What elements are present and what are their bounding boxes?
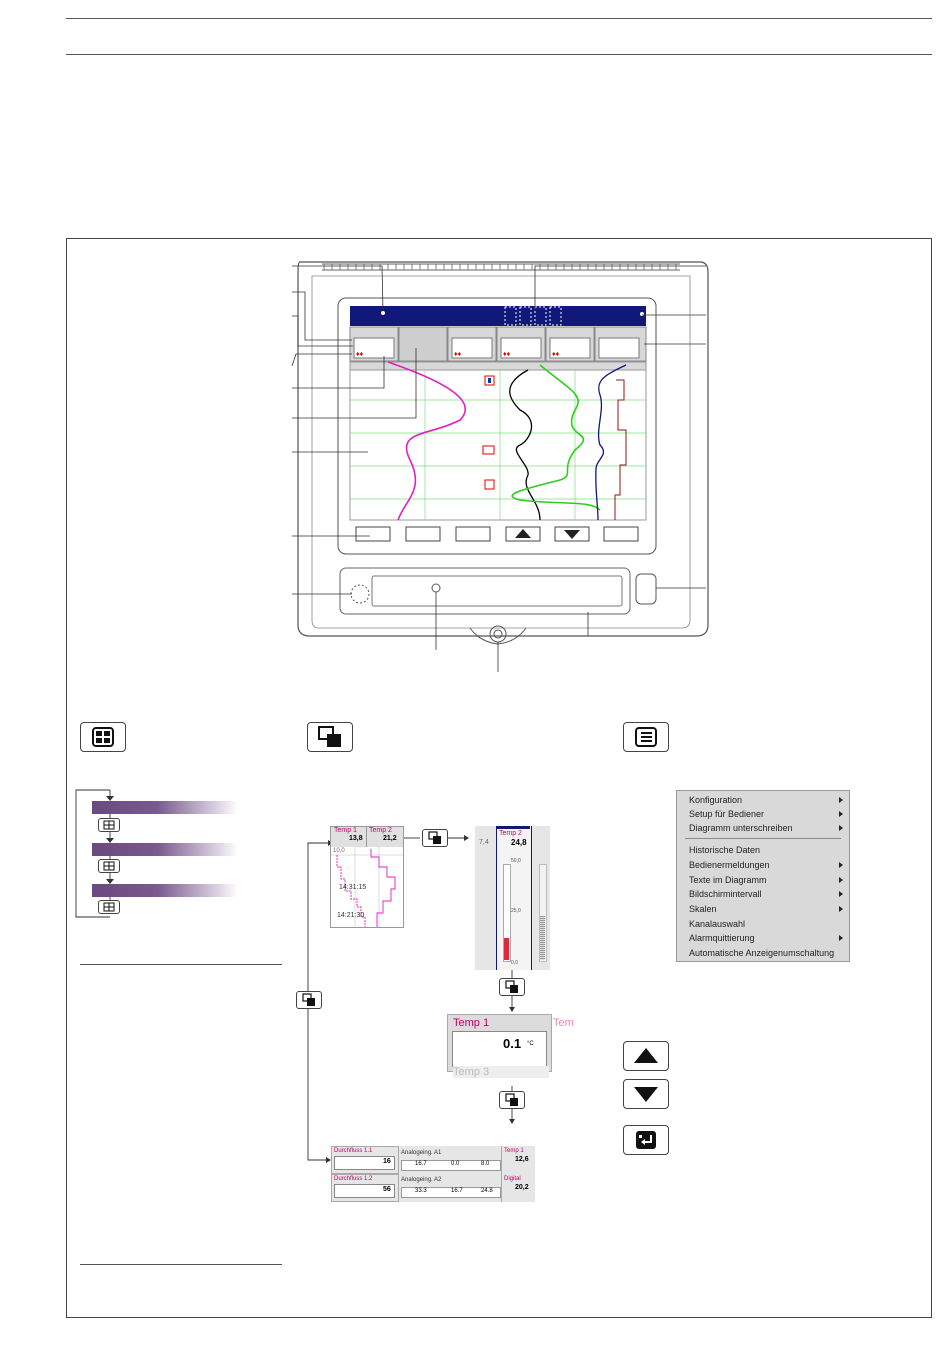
svg-text:♦♦: ♦♦	[503, 351, 511, 358]
table-r2-label: Durchfluss 1.2	[334, 1176, 373, 1182]
bargraph-value: 24,8	[511, 838, 527, 847]
menu-item-skalen[interactable]: Skalen	[689, 902, 843, 916]
bargraph-left-val: 7,4	[479, 839, 489, 846]
menu-item-alarmquittierung[interactable]: Alarmquittierung	[689, 931, 843, 945]
big-value-label2: Temp 3	[453, 1066, 549, 1078]
bargraph-view: 7,4 Temp 2 24,8 50,0 25,0 0,0	[475, 826, 550, 970]
small-chart-ch2-label: Temp 2	[369, 827, 392, 834]
table-a2-v1: 33.3	[415, 1188, 427, 1194]
big-value-label-cut: Tem	[553, 1017, 574, 1029]
bargraph-mid: 25,0	[511, 908, 521, 914]
small-chart-ch2-value: 21,2	[383, 835, 397, 842]
display-key-small-2	[98, 859, 120, 873]
table-c-label: Temp 1	[504, 1148, 524, 1154]
display-key-button	[80, 722, 126, 752]
small-chart-ch1-value: 13,8	[349, 835, 363, 842]
view-bar-3	[92, 884, 238, 897]
svg-text:♦♦: ♦♦	[356, 351, 364, 358]
table-d-value: 20,2	[515, 1184, 529, 1191]
menu-item-setup[interactable]: Setup für Bediener	[689, 807, 843, 821]
menu-key-button	[623, 722, 669, 752]
up-key-button	[623, 1041, 669, 1071]
table-d-label: Digital	[504, 1176, 521, 1182]
view-bar-1	[92, 801, 238, 814]
menu-item-konfiguration[interactable]: Konfiguration	[689, 793, 843, 807]
header-rule-bottom	[66, 54, 932, 55]
bargraph-top: 50,0	[511, 858, 521, 864]
bargraph-ch-label: Temp 2	[499, 830, 522, 837]
table-a2-v3: 24.8	[481, 1188, 493, 1194]
screen-title-bar	[350, 306, 646, 326]
table-r1-label: Durchfluss 1.1	[334, 1148, 373, 1154]
svg-text:♦♦: ♦♦	[552, 351, 560, 358]
left-rule-2	[80, 1264, 282, 1265]
menu-item-diagramm-unterschreiben[interactable]: Diagramm unterschreiben	[689, 821, 843, 835]
layout-key-small-1	[422, 829, 448, 847]
small-chart-time1: 14:31:15	[339, 884, 367, 891]
menu-item-bedienermeldungen[interactable]: Bedienermeldungen	[689, 858, 843, 872]
display-key-small-1	[98, 818, 120, 832]
context-menu: Konfiguration Setup für Bediener Diagram…	[676, 790, 850, 962]
menu-item-auto-umschaltung[interactable]: Automatische Anzeigenumschaltung	[689, 948, 835, 958]
figure-frame	[66, 238, 932, 1318]
table-a1-label: Analogeing. A1	[401, 1150, 442, 1156]
small-chart-scale: 10,0	[333, 848, 345, 854]
table-a2-v2: 16.7	[451, 1188, 463, 1194]
menu-separator	[685, 838, 841, 839]
header-rule-top	[66, 18, 932, 19]
layout-key-small-2	[499, 978, 525, 996]
table-c-value: 12,6	[515, 1156, 529, 1163]
enter-key-button	[623, 1125, 669, 1155]
menu-item-historische-daten[interactable]: Historische Daten	[689, 845, 761, 855]
table-a1-v3: 8.0	[481, 1161, 490, 1167]
layout-key-button	[307, 722, 353, 752]
table-r2-value: 56	[383, 1186, 391, 1193]
table-r1-value: 16	[383, 1158, 391, 1165]
small-chart-view: Temp 1 13,8 Temp 2 21,2 10,0 14:31:15 14…	[330, 826, 404, 928]
big-value-value: 0.1	[503, 1036, 522, 1051]
big-value-unit: °C	[527, 1041, 534, 1047]
small-chart-ch1-label: Temp 1	[334, 827, 357, 834]
svg-text:♦♦: ♦♦	[454, 351, 462, 358]
softkey-row	[355, 526, 639, 542]
left-rule-1	[80, 964, 282, 965]
bargraph-bottom: 0,0	[511, 960, 518, 966]
menu-item-kanalauswahl[interactable]: Kanalauswahl	[689, 919, 746, 929]
big-value-view: Temp 1 0.1 °C Temp 3 Tem	[447, 1014, 574, 1082]
table-view: Durchfluss 1.1 16 Durchfluss 1.2 56 Anal…	[331, 1146, 535, 1202]
table-a1-v2: 0.0	[451, 1161, 460, 1167]
device-illustration: ♦♦ ♦♦ ♦♦ ♦♦	[291, 261, 709, 672]
menu-item-texte[interactable]: Texte im Diagramm	[689, 873, 843, 887]
down-key-button	[623, 1079, 669, 1109]
layout-key-small-3	[499, 1091, 525, 1109]
small-chart-time2: 14:21:30	[337, 912, 365, 919]
menu-item-bildschirmintervall[interactable]: Bildschirmintervall	[689, 887, 843, 901]
layout-key-small-4	[296, 991, 322, 1009]
big-value-label: Temp 1	[453, 1017, 490, 1029]
channel-boxes	[349, 326, 647, 362]
table-a2-label: Analogeing. A2	[401, 1177, 442, 1183]
view-bar-2	[92, 843, 238, 856]
table-a1-v1: 16.7	[415, 1161, 427, 1167]
display-key-small-3	[98, 900, 120, 914]
